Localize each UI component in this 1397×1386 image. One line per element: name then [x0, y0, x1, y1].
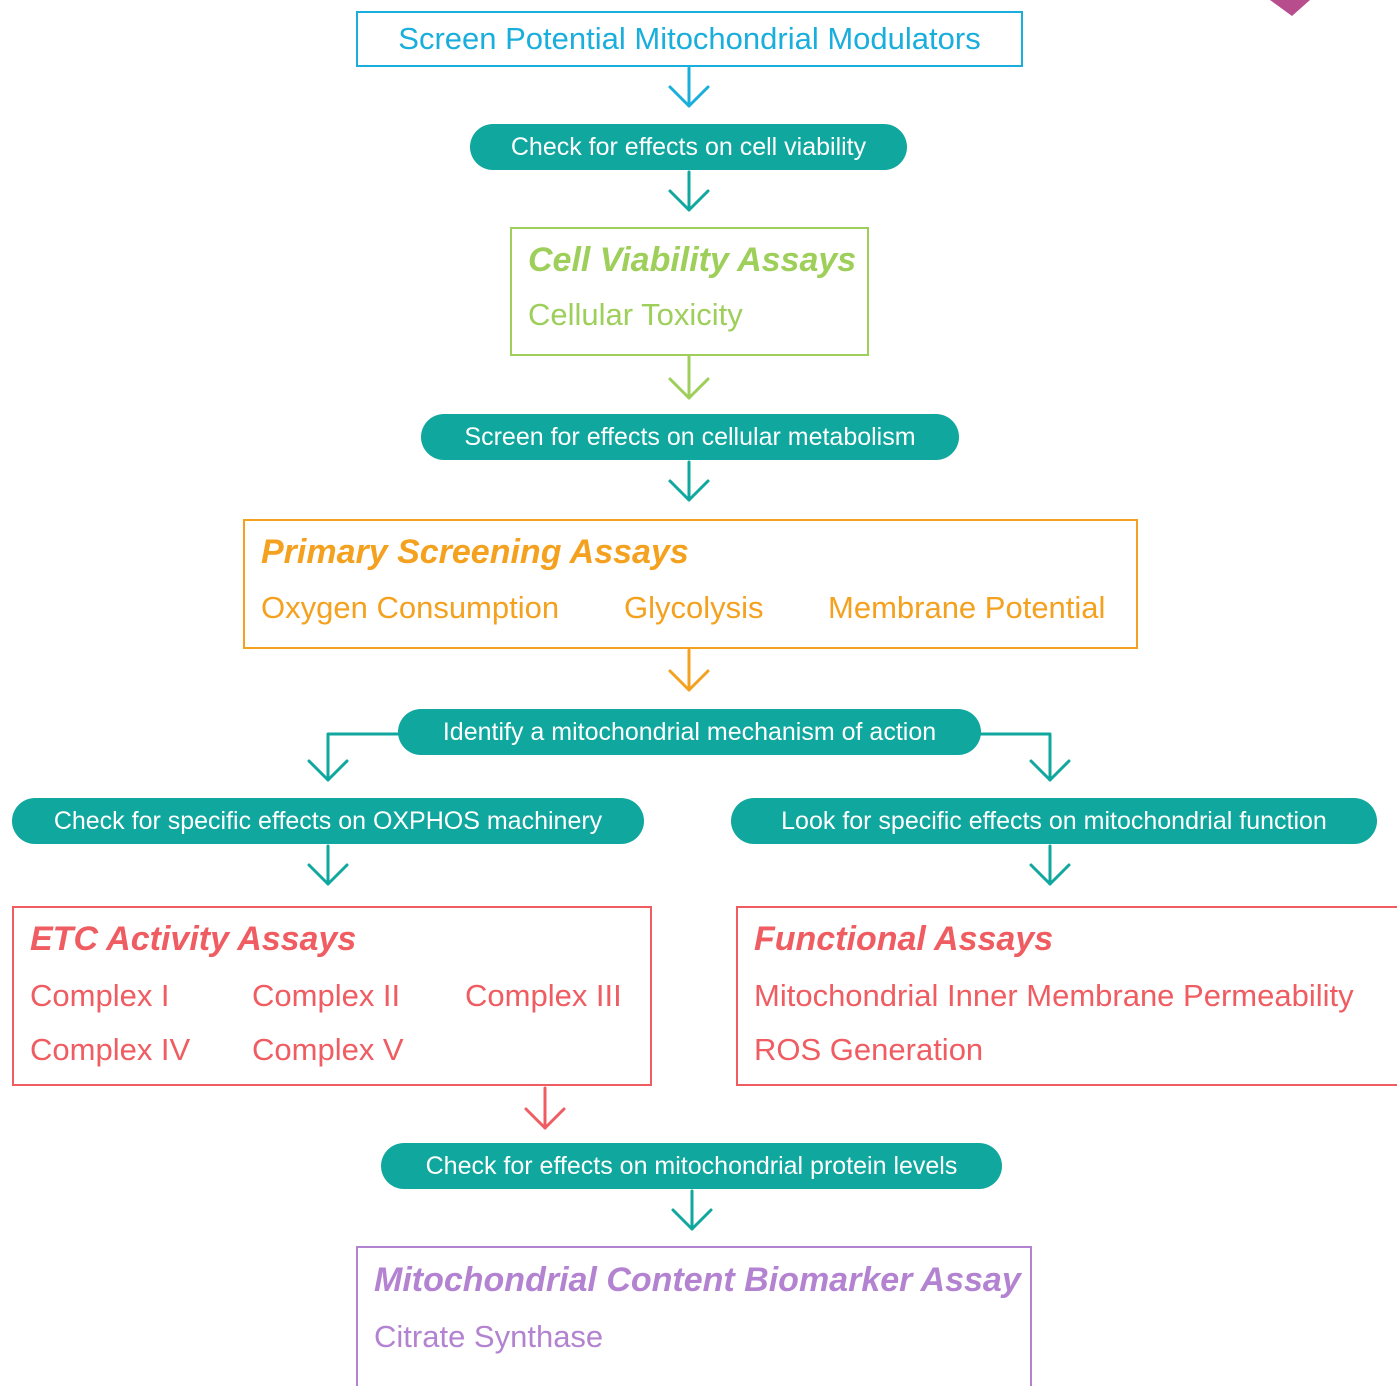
arrowhead-mechanism [668, 669, 710, 692]
etc-item-complex-2: Complex II [252, 978, 401, 1013]
content-biomarker-title: Mitochondrial Content Biomarker Assay [374, 1261, 1021, 1299]
etc-item-complex-1: Complex I [30, 978, 170, 1013]
branch-right-connector [978, 732, 1052, 782]
cell-viability-item: Cellular Toxicity [528, 297, 743, 332]
primary-item-glycolysis: Glycolysis [624, 590, 764, 625]
content-biomarker-box: Mitochondrial Content Biomarker Assay Ci… [356, 1246, 1032, 1386]
functional-item-inner-membrane-permeability: Mitochondrial Inner Membrane Permeabilit… [754, 978, 1354, 1013]
arrowhead-branch-left [307, 759, 349, 782]
functional-assays-box: Functional Assays Mitochondrial Inner Me… [736, 906, 1397, 1086]
primary-screening-title: Primary Screening Assays [261, 533, 689, 571]
primary-item-oxygen-consumption: Oxygen Consumption [261, 590, 560, 625]
arrowhead-primary [668, 479, 710, 502]
arrowhead-functional [1029, 863, 1071, 886]
step-identify-mechanism: Identify a mitochondrial mechanism of ac… [398, 709, 981, 755]
content-item-citrate-synthase: Citrate Synthase [374, 1319, 604, 1354]
cell-viability-title: Cell Viability Assays [528, 241, 857, 279]
arrowhead-branch-right [1029, 759, 1071, 782]
arrowhead-start [668, 85, 710, 108]
arrowhead-viability [668, 189, 710, 212]
step-check-oxphos: Check for specific effects on OXPHOS mac… [12, 798, 644, 844]
cell-viability-box: Cell Viability Assays Cellular Toxicity [510, 227, 869, 356]
arrowhead-protein [524, 1107, 566, 1130]
corner-gem-decoration [1270, 0, 1310, 16]
functional-item-ros-generation: ROS Generation [754, 1032, 984, 1067]
step-screen-metabolism: Screen for effects on cellular metabolis… [421, 414, 959, 460]
start-label: Screen Potential Mitochondrial Modulator… [398, 21, 981, 56]
etc-item-complex-3: Complex III [465, 978, 622, 1013]
arrowhead-metabolism [668, 377, 710, 400]
start-box: Screen Potential Mitochondrial Modulator… [356, 11, 1023, 67]
etc-activity-title: ETC Activity Assays [30, 920, 357, 958]
etc-activity-box: ETC Activity Assays Complex I Complex II… [12, 906, 652, 1086]
functional-assays-title: Functional Assays [754, 920, 1054, 958]
branch-left-connector [326, 732, 402, 782]
arrowhead-content [671, 1208, 713, 1231]
etc-item-complex-4: Complex IV [30, 1032, 191, 1067]
arrowhead-etc [307, 863, 349, 886]
primary-item-membrane-potential: Membrane Potential [828, 590, 1106, 625]
step-check-viability: Check for effects on cell viability [470, 124, 907, 170]
step-check-protein-levels: Check for effects on mitochondrial prote… [381, 1143, 1002, 1189]
step-look-mitochondrial-function: Look for specific effects on mitochondri… [731, 798, 1377, 844]
primary-screening-box: Primary Screening Assays Oxygen Consumpt… [243, 519, 1138, 649]
etc-item-complex-5: Complex V [252, 1032, 404, 1067]
